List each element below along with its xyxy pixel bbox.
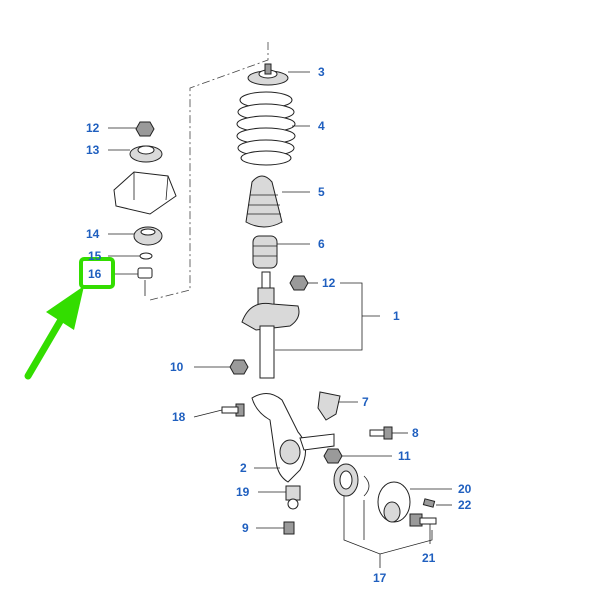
callout-1: 1 (393, 309, 400, 323)
callout-15: 15 (88, 249, 102, 263)
callout-12-left: 12 (86, 121, 100, 135)
part-14-lower-mount (108, 226, 163, 246)
callout-2: 2 (240, 461, 247, 475)
part-8-bolt (369, 426, 408, 440)
part-11-nut (323, 448, 392, 464)
part-7-bracket (317, 391, 358, 421)
part-6-bump-stop (252, 235, 310, 269)
part-18-bolt (193, 403, 245, 418)
part-3-top-mount (247, 63, 310, 86)
part-16-bushing (114, 267, 153, 296)
green-pointer-arrow-icon (24, 286, 84, 380)
part-13-upper-mount (108, 145, 163, 163)
part-22-stud (422, 498, 452, 508)
callout-11: 11 (398, 449, 411, 463)
callout-4: 4 (318, 119, 325, 133)
callout-6: 6 (318, 237, 325, 251)
callout-18: 18 (172, 410, 186, 424)
part-19-ball-joint (258, 485, 301, 510)
strut-tower-body (113, 171, 177, 215)
callout-7: 7 (362, 395, 369, 409)
callout-5: 5 (318, 185, 325, 199)
callout-16-highlight-box (79, 257, 115, 289)
part-21-hub-bolt (409, 513, 437, 544)
callout-21: 21 (422, 551, 436, 565)
callout-22: 22 (458, 498, 472, 512)
part-15-washer (108, 252, 153, 260)
part-2-knuckle (251, 393, 335, 483)
callout-labels: 3 4 5 6 12 1 10 7 18 8 11 2 20 19 22 9 2… (86, 65, 472, 585)
callout-14: 14 (86, 227, 100, 241)
part-20-wheel-hub (377, 481, 452, 523)
part-5-dust-boot (245, 175, 310, 228)
callout-12-right: 12 (322, 276, 336, 290)
part-12-nut-left (108, 121, 155, 137)
part-9-bolt (256, 521, 295, 535)
part-17-bearing-set (333, 463, 433, 568)
callout-3: 3 (318, 65, 325, 79)
callout-10: 10 (170, 360, 184, 374)
part-12-nut-right (289, 275, 318, 291)
callout-19: 19 (236, 485, 250, 499)
part-4-coil-spring (236, 91, 310, 166)
callout-20: 20 (458, 482, 472, 496)
assembly-boundary (149, 42, 269, 301)
callout-16: 16 (88, 267, 102, 281)
callout-8: 8 (412, 426, 419, 440)
callout-9: 9 (242, 521, 249, 535)
part-10-nut (194, 359, 249, 375)
part-1-strut (241, 271, 380, 379)
callout-13: 13 (86, 143, 100, 157)
callout-17: 17 (373, 571, 387, 585)
